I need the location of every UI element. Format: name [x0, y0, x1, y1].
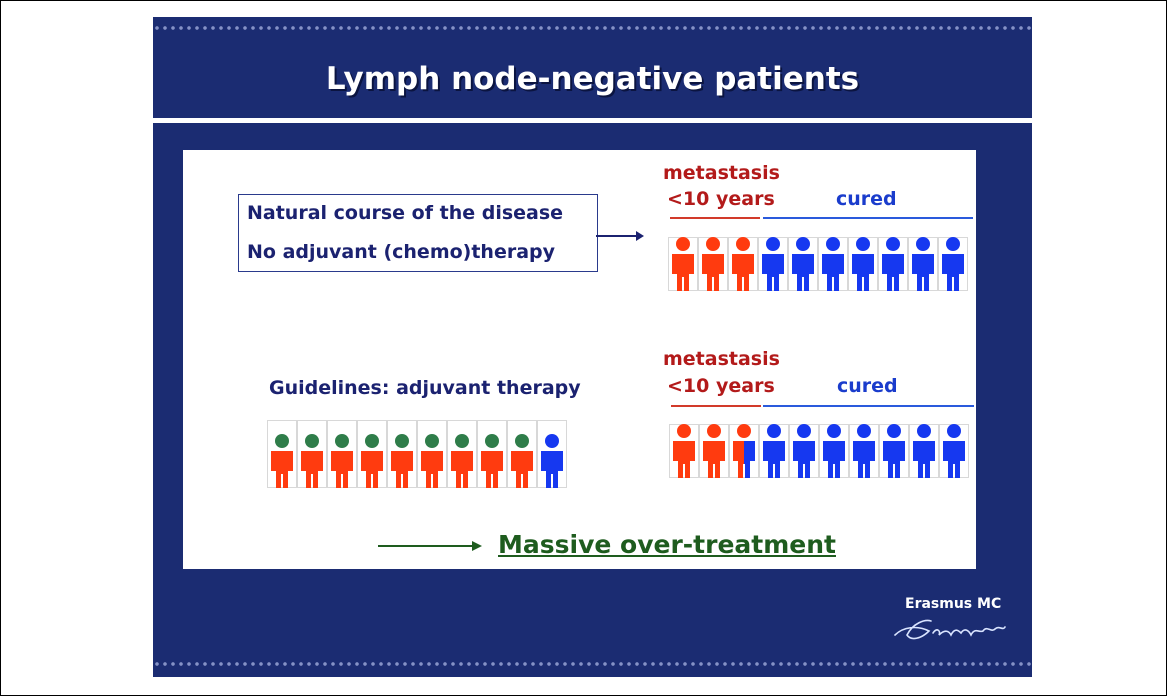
treated-person-icon	[451, 434, 473, 488]
person-figure	[820, 237, 846, 291]
bottom-people-row	[669, 424, 971, 478]
person-figure	[509, 434, 535, 488]
person-cell	[387, 420, 417, 488]
cured-person-icon	[942, 237, 964, 291]
cured-person-icon	[793, 424, 815, 478]
treated-person-icon	[421, 434, 443, 488]
person-cell	[297, 420, 327, 488]
cured-person-icon	[883, 424, 905, 478]
arrow-right-icon	[596, 231, 644, 241]
cured-person-icon	[912, 237, 934, 291]
person-cell	[447, 420, 477, 488]
no-therapy-label: No adjuvant (chemo)therapy	[247, 241, 556, 263]
person-figure	[850, 237, 876, 291]
natural-course-label: Natural course of the disease	[247, 202, 564, 224]
bottom-cured-label: cured	[837, 375, 898, 397]
person-cell	[507, 420, 537, 488]
person-figure	[910, 237, 936, 291]
person-figure	[791, 424, 817, 478]
person-cell	[537, 420, 567, 488]
conclusion-arrow-icon	[378, 541, 482, 551]
person-cell	[357, 420, 387, 488]
person-figure	[821, 424, 847, 478]
person-figure	[700, 237, 726, 291]
cured-person-icon	[823, 424, 845, 478]
erasmus-logo-text: Erasmus MC	[905, 596, 1002, 612]
cured-person-icon	[792, 237, 814, 291]
person-figure	[389, 434, 415, 488]
person-figure	[760, 237, 786, 291]
person-figure	[479, 434, 505, 488]
person-figure	[539, 434, 565, 488]
person-figure	[670, 237, 696, 291]
top-metastasis-label: metastasis	[663, 162, 780, 184]
person-figure	[911, 424, 937, 478]
bottom-years-label: <10 years	[667, 375, 775, 397]
metastasis-person-icon	[672, 237, 694, 291]
top-dot-border	[153, 25, 1032, 31]
top-years-label: <10 years	[667, 188, 775, 210]
treated-person-icon	[361, 434, 383, 488]
conclusion-text: Massive over-treatment	[498, 530, 836, 559]
bottom-metastasis-bar	[671, 405, 761, 407]
person-figure	[730, 237, 756, 291]
bottom-cured-bar	[763, 405, 974, 407]
person-figure	[941, 424, 967, 478]
guidelines-label: Guidelines: adjuvant therapy	[269, 377, 581, 399]
slide: Lymph node-negative patients Natural cou…	[153, 17, 1032, 677]
slide-title: Lymph node-negative patients	[325, 61, 860, 97]
person-figure	[761, 424, 787, 478]
person-cell	[327, 420, 357, 488]
cured-person-icon	[913, 424, 935, 478]
person-figure	[449, 434, 475, 488]
person-figure	[790, 237, 816, 291]
natural-course-box: Natural course of the disease No adjuvan…	[238, 194, 598, 272]
cured-person-icon	[882, 237, 904, 291]
metastasis-person-icon	[702, 237, 724, 291]
person-figure	[269, 434, 295, 488]
cured-person-icon	[762, 237, 784, 291]
top-cured-label: cured	[836, 188, 897, 210]
guidelines-people-row	[267, 420, 574, 488]
person-figure	[851, 424, 877, 478]
cured-person-icon	[852, 237, 874, 291]
metastasis-person-icon	[673, 424, 695, 478]
partial-cured-person-icon	[733, 424, 755, 478]
treated-person-icon	[391, 434, 413, 488]
person-figure	[671, 424, 697, 478]
person-cell	[417, 420, 447, 488]
person-figure	[299, 434, 325, 488]
bottom-dot-border	[153, 661, 1032, 667]
content-panel: Natural course of the disease No adjuvan…	[183, 150, 976, 569]
treated-person-icon	[511, 434, 533, 488]
person-cell	[267, 420, 297, 488]
person-figure	[701, 424, 727, 478]
treated-person-icon	[271, 434, 293, 488]
untreated-person-icon	[541, 434, 563, 488]
treated-person-icon	[301, 434, 323, 488]
top-metastasis-bar	[670, 217, 760, 219]
metastasis-person-icon	[703, 424, 725, 478]
top-cured-bar	[763, 217, 973, 219]
person-figure	[419, 434, 445, 488]
person-figure	[880, 237, 906, 291]
metastasis-person-icon	[732, 237, 754, 291]
treated-person-icon	[331, 434, 353, 488]
treated-person-icon	[481, 434, 503, 488]
person-figure	[359, 434, 385, 488]
cured-person-icon	[943, 424, 965, 478]
person-figure	[329, 434, 355, 488]
erasmus-signature-icon	[894, 619, 1006, 640]
top-people-row	[668, 237, 970, 291]
title-divider	[153, 118, 1032, 123]
person-cell	[477, 420, 507, 488]
person-figure	[940, 237, 966, 291]
cured-person-icon	[763, 424, 785, 478]
person-figure	[731, 424, 757, 478]
bottom-metastasis-label: metastasis	[663, 348, 780, 370]
person-figure	[881, 424, 907, 478]
cured-person-icon	[853, 424, 875, 478]
cured-person-icon	[822, 237, 844, 291]
